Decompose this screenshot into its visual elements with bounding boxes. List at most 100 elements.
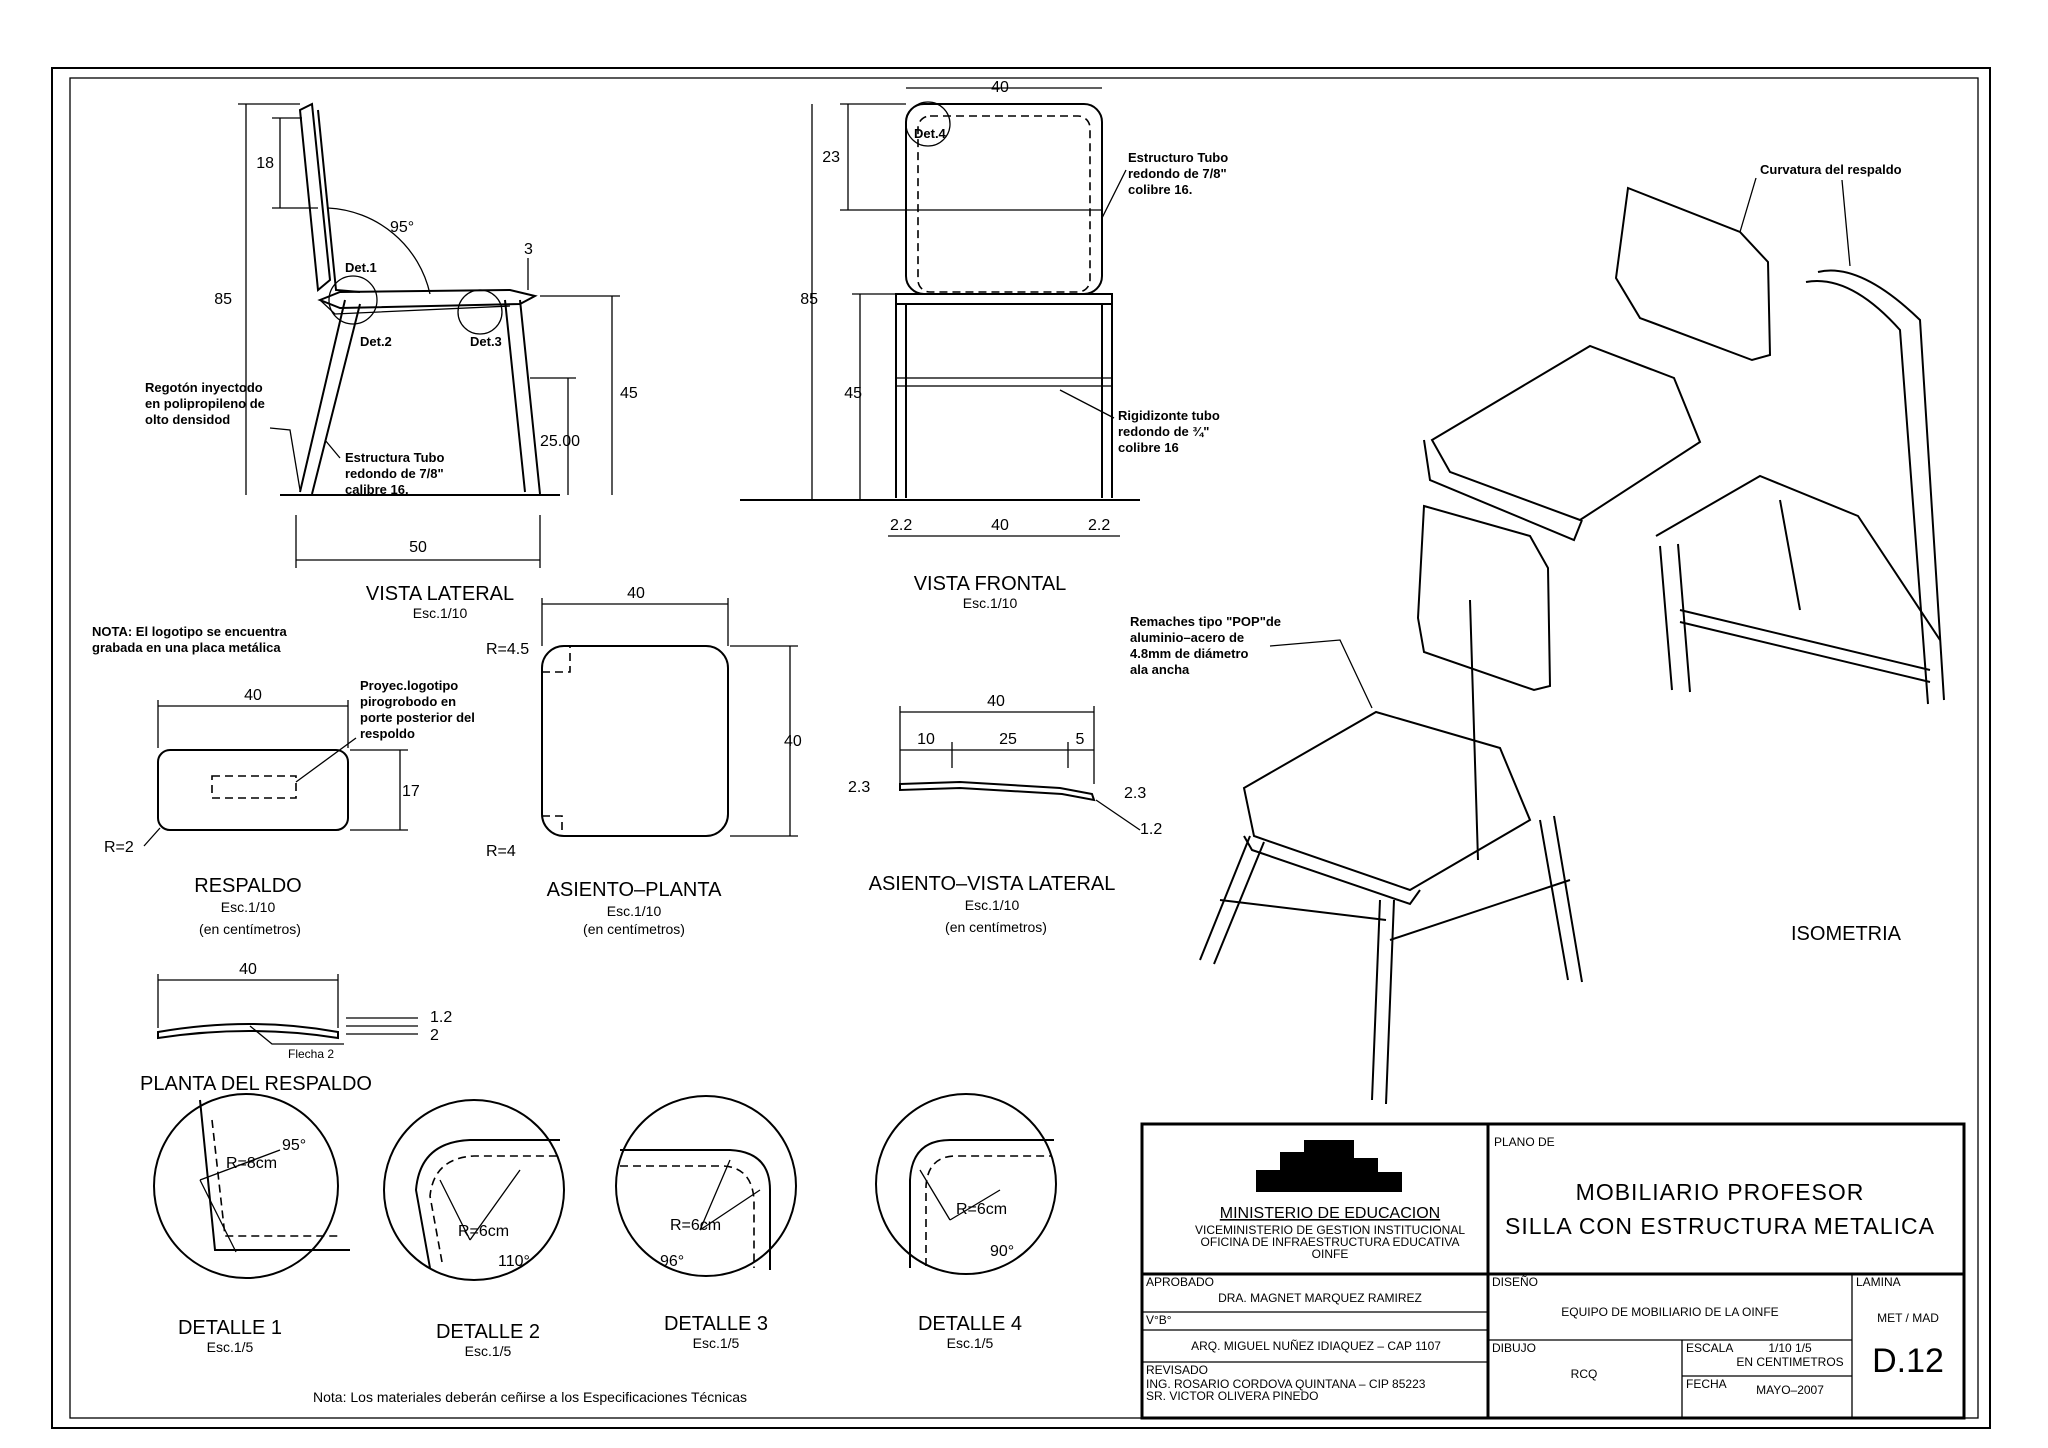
isometria-view: Curvatura del respaldo Remaches tipo "PO… xyxy=(1130,162,1945,1105)
dim-asl-23a: 2.3 xyxy=(848,779,870,796)
tb-revisado2: SR. VICTOR OLIVERA PINEDO xyxy=(1146,1389,1319,1403)
remaches-4: ala ancha xyxy=(1130,662,1190,677)
frontal-estructura-3: colibre 16. xyxy=(1128,182,1192,197)
tb-plano-de: PLANO DE xyxy=(1494,1135,1555,1149)
dim-planta-40: 40 xyxy=(239,961,257,978)
detalle4-radius: R=6cm xyxy=(956,1201,1007,1218)
tb-fecha: MAYO–2007 xyxy=(1756,1383,1824,1397)
detalle3-angle: 96° xyxy=(660,1253,684,1270)
detalle4-angle: 90° xyxy=(990,1243,1014,1260)
dim-asiento-r45: R=4.5 xyxy=(486,641,529,658)
tb-aprobado: DRA. MAGNET MARQUEZ RAMIREZ xyxy=(1218,1291,1422,1305)
asiento-planta-title: ASIENTO–PLANTA xyxy=(547,879,723,901)
nota-logo-1: NOTA: El logotipo se encuentra xyxy=(92,624,288,639)
detalle2-title: DETALLE 2 xyxy=(436,1321,540,1343)
dim-asiento-40-right: 40 xyxy=(784,733,802,750)
dim-asl-5: 5 xyxy=(1076,731,1085,748)
tb-escala: 1/10 1/5 xyxy=(1768,1341,1812,1355)
remaches-3: 4.8mm de diámetro xyxy=(1130,646,1249,661)
rigidizante-2: redondo de ¾" xyxy=(1118,424,1209,439)
dim-frontal-45: 45 xyxy=(844,385,862,402)
tb-ministerio: MINISTERIO DE EDUCACION xyxy=(1220,1205,1440,1222)
regoton-note-3: olto densidod xyxy=(145,412,230,427)
rigidizante-3: colibre 16 xyxy=(1118,440,1179,455)
tb-lamina-label: LAMINA xyxy=(1856,1275,1901,1289)
respaldo-units: (en centímetros) xyxy=(199,921,301,937)
detalle1-angle: 95° xyxy=(282,1137,306,1154)
dim-lateral-3: 3 xyxy=(524,241,533,258)
dim-asl-25: 25 xyxy=(999,731,1017,748)
detalle-1: R=8cm 95° DETALLE 1 Esc.1/5 xyxy=(153,1093,350,1355)
tb-diseno-label: DISEÑO xyxy=(1492,1275,1538,1289)
dim-asl-10: 10 xyxy=(917,731,935,748)
asiento-lateral-title: ASIENTO–VISTA LATERAL xyxy=(869,873,1116,895)
detalle1-scale: Esc.1/5 xyxy=(207,1339,254,1355)
dim-lateral-25: 25.00 xyxy=(540,433,580,450)
lateral-estructura-1: Estructura Tubo xyxy=(345,450,444,465)
det4-label: Det.4 xyxy=(914,126,947,141)
planta-respaldo-title: PLANTA DEL RESPALDO xyxy=(140,1073,372,1095)
isometria-title: ISOMETRIA xyxy=(1791,923,1902,945)
detalle4-scale: Esc.1/5 xyxy=(947,1335,994,1351)
tb-vb: ARQ. MIGUEL NUÑEZ IDIAQUEZ – CAP 1107 xyxy=(1191,1339,1441,1353)
asiento-planta-units: (en centímetros) xyxy=(583,921,685,937)
dim-respaldo-r2: R=2 xyxy=(104,839,134,856)
dim-asiento-r4: R=4 xyxy=(486,843,516,860)
dim-respaldo-40: 40 xyxy=(244,687,262,704)
frontal-estructura-2: redondo de 7/8" xyxy=(1128,166,1227,181)
dim-lateral-50: 50 xyxy=(409,539,427,556)
tb-revisado1: ING. ROSARIO CORDOVA QUINTANA – CIP 8522… xyxy=(1146,1377,1426,1391)
lateral-scale: Esc.1/10 xyxy=(413,605,468,621)
dim-lateral-18: 18 xyxy=(256,155,274,172)
dim-frontal-40: 40 xyxy=(991,517,1009,534)
dim-frontal-40-top: 40 xyxy=(991,79,1009,96)
detalle1-radius: R=8cm xyxy=(226,1155,277,1172)
tb-lamina: D.12 xyxy=(1872,1342,1944,1380)
asiento-planta-scale: Esc.1/10 xyxy=(607,903,662,919)
frontal-scale: Esc.1/10 xyxy=(963,595,1018,611)
tb-aprobado-label: APROBADO xyxy=(1146,1275,1214,1289)
lateral-estructura-2: redondo de 7/8" xyxy=(345,466,444,481)
dim-respaldo-17: 17 xyxy=(402,783,420,800)
tb-escala-label: ESCALA xyxy=(1686,1341,1733,1355)
dim-planta-12: 1.2 xyxy=(430,1009,452,1026)
tb-vb-label: V°B° xyxy=(1146,1313,1172,1327)
tb-met: MET / MAD xyxy=(1877,1311,1939,1325)
dim-lateral-85: 85 xyxy=(214,291,232,308)
detalle2-angle: 110° xyxy=(498,1253,530,1270)
tb-plano1: MOBILIARIO PROFESOR xyxy=(1576,1179,1865,1205)
respaldo-logo-2: pirogrobodo en xyxy=(360,694,456,709)
dim-frontal-23: 23 xyxy=(822,149,840,166)
tb-dibujo-label: DIBUJO xyxy=(1492,1341,1536,1355)
dim-asl-23b: 2.3 xyxy=(1124,785,1146,802)
detalle2-radius: R=6cm xyxy=(458,1223,509,1240)
detalle3-radius: R=6cm xyxy=(670,1217,721,1234)
det2-label: Det.2 xyxy=(360,334,392,349)
tb-escala2: EN CENTIMETROS xyxy=(1736,1355,1843,1369)
dim-frontal-22b: 2.2 xyxy=(1088,517,1110,534)
vista-frontal: Det.4 40 23 85 45 2.2 40 2.2 Estructuro … xyxy=(740,79,1228,611)
nota-logo-2: grabada en una placa metálica xyxy=(92,640,281,655)
detalle-3: R=6cm 96° DETALLE 3 Esc.1/5 xyxy=(615,1095,797,1351)
regoton-note-1: Regotón inyectodo xyxy=(145,380,263,395)
outer-frame xyxy=(51,67,1991,1429)
dim-planta-2: 2 xyxy=(430,1027,439,1044)
dim-asl-12: 1.2 xyxy=(1140,821,1162,838)
tb-fecha-label: FECHA xyxy=(1686,1377,1727,1391)
ministerio-logo xyxy=(1256,1140,1402,1192)
inner-frame xyxy=(69,77,1979,1419)
tb-dibujo: RCQ xyxy=(1571,1367,1598,1381)
dim-frontal-85: 85 xyxy=(800,291,818,308)
dim-lateral-45: 45 xyxy=(620,385,638,402)
dim-lateral-95: 95° xyxy=(390,219,414,236)
regoton-note-2: en polipropileno de xyxy=(145,396,265,411)
frontal-title: VISTA FRONTAL xyxy=(914,573,1067,595)
lateral-title: VISTA LATERAL xyxy=(366,583,514,605)
detalle4-title: DETALLE 4 xyxy=(918,1313,1022,1335)
respaldo-logo-3: porte posterior del xyxy=(360,710,475,725)
tb-oinfe: OINFE xyxy=(1312,1247,1349,1261)
respaldo-title: RESPALDO xyxy=(194,875,301,897)
remaches-1: Remaches tipo "POP"de xyxy=(1130,614,1281,629)
tb-revisado-label: REVISADO xyxy=(1146,1363,1208,1377)
det3-label: Det.3 xyxy=(470,334,502,349)
